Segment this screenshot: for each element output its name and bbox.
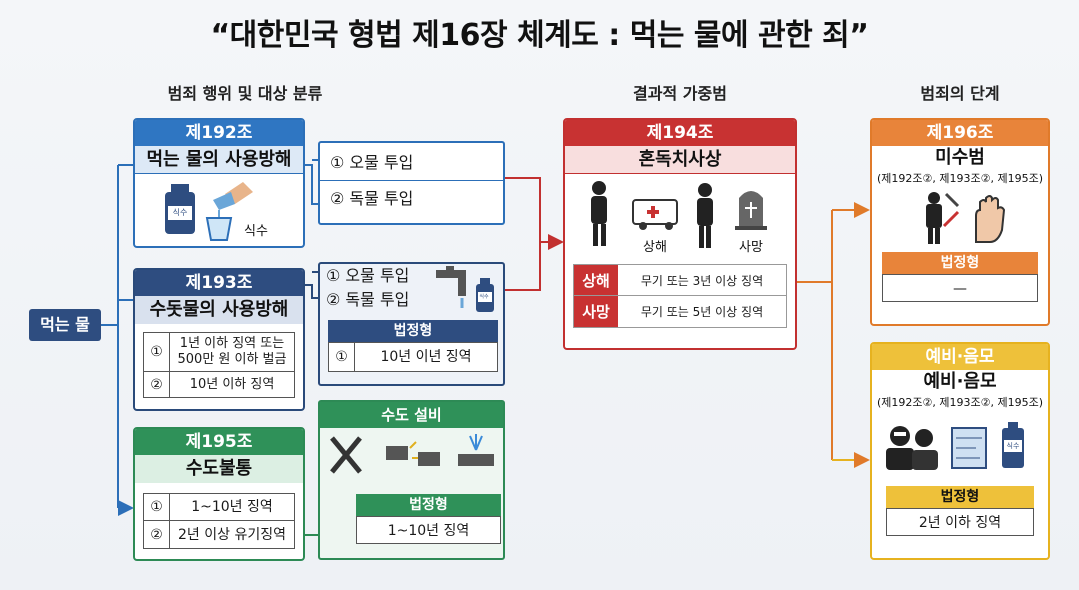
bottle-label: 식수 bbox=[1006, 442, 1020, 450]
preparation-legal-penalty: 법정형 2년 이하 징역 bbox=[872, 486, 1048, 536]
water-bottle-pour-icon bbox=[165, 182, 253, 241]
legal-penalty-header: 법정형 bbox=[328, 320, 498, 342]
icon-label-death: 사망 bbox=[739, 240, 763, 255]
act-pollutant: ① 오물 투입 bbox=[320, 143, 503, 181]
article-193-penalty-1: ① 1년 이하 징역 또는 500만 원 이하 벌금 bbox=[143, 332, 295, 372]
legal-penalty-header: 법정형 bbox=[356, 494, 501, 516]
act-pollutant: ① 오물 투입 bbox=[326, 266, 410, 285]
legal-penalty-value: — bbox=[882, 274, 1038, 302]
legal-penalty-header: 법정형 bbox=[882, 252, 1038, 274]
article-192-acts: ① 오물 투입 ② 독물 투입 bbox=[318, 141, 505, 225]
article-193-legal-penalty: 법정형 ① 10년 이년 징역 bbox=[328, 320, 498, 372]
icon-label-drinking-water: 식수 bbox=[244, 224, 268, 239]
preparation-name: 예비·음모 bbox=[872, 370, 1048, 394]
water-facility-box: 수도 설비 법정형 1~10년 징역 bbox=[318, 400, 505, 560]
article-196-header: 제196조 bbox=[872, 120, 1048, 146]
icon-label-injury: 상해 bbox=[643, 240, 667, 255]
preparation-conspiracy-box: 예비·음모 예비·음모 (제192조②, 제193조②, 제195조) 식수 법… bbox=[870, 342, 1050, 560]
attempt-icons bbox=[926, 192, 1006, 244]
article-195-penalty-2: ② 2년 이상 유기징역 bbox=[143, 521, 295, 549]
column-header-left: 범죄 행위 및 대상 분류 bbox=[167, 84, 323, 103]
preparation-header: 예비·음모 bbox=[872, 344, 1048, 370]
water-facility-header: 수도 설비 bbox=[320, 402, 503, 428]
tools-pipe-icons bbox=[330, 434, 494, 474]
legal-penalty-value: 2년 이하 징역 bbox=[886, 508, 1034, 536]
article-194-header: 제194조 bbox=[565, 120, 795, 146]
article-192-box: 제192조 먹는 물의 사용방해 식수 식수 bbox=[133, 118, 305, 248]
preparation-ref: (제192조②, 제193조②, 제195조) bbox=[877, 396, 1043, 409]
article-196-box: 제196조 미수범 (제192조②, 제193조②, 제195조) 법정형 — bbox=[870, 118, 1050, 326]
article-192-header: 제192조 bbox=[135, 120, 303, 146]
article-195-name: 수도불통 bbox=[135, 455, 303, 483]
bottle-label: 식수 bbox=[172, 208, 188, 217]
bottle-label: 식수 bbox=[479, 294, 489, 300]
root-node: 먹는 물 bbox=[29, 309, 101, 341]
injury-death-icons bbox=[591, 181, 767, 248]
article-195-header: 제195조 bbox=[135, 429, 303, 455]
article-194-row-death: 사망 무기 또는 5년 이상 징역 bbox=[573, 296, 787, 328]
act-poison: ② 독물 투입 bbox=[326, 290, 410, 309]
column-header-right: 범죄의 단계 bbox=[920, 84, 1000, 103]
faucet-bottle-icon bbox=[436, 266, 494, 312]
article-196-ref: (제192조②, 제193조②, 제195조) bbox=[877, 172, 1043, 185]
article-195-penalty-1: ① 1~10년 징역 bbox=[143, 493, 295, 521]
article-193-name: 수돗물의 사용방해 bbox=[135, 296, 303, 324]
article-195-box: 제195조 수도불통 ① 1~10년 징역 ② 2년 이상 유기징역 bbox=[133, 427, 305, 561]
conspiracy-icons bbox=[886, 422, 1024, 470]
page-title: “대한민국 형법 제16장 체계도 : 먹는 물에 관한 죄” bbox=[210, 18, 869, 53]
act-poison: ② 독물 투입 bbox=[330, 189, 414, 208]
article-196-name: 미수범 bbox=[872, 146, 1048, 170]
article-194-row-injury: 상해 무기 또는 3년 이상 징역 bbox=[573, 264, 787, 296]
article-195-legal-penalty: 법정형 1~10년 징역 bbox=[356, 494, 501, 544]
legal-penalty-value: 1~10년 징역 bbox=[356, 516, 501, 544]
column-header-middle: 결과적 가중범 bbox=[633, 84, 727, 103]
article-192-name: 먹는 물의 사용방해 bbox=[135, 146, 303, 174]
legal-penalty-header: 법정형 bbox=[886, 486, 1034, 508]
article-193-box: 제193조 수돗물의 사용방해 ① 1년 이하 징역 또는 500만 원 이하 … bbox=[133, 268, 305, 411]
article-196-legal-penalty: 법정형 — bbox=[872, 252, 1048, 302]
article-194-name: 혼독치사상 bbox=[565, 146, 795, 174]
article-193-header: 제193조 bbox=[135, 270, 303, 296]
article-193-acts: ① 오물 투입 ② 독물 투입 식수 법정형 ① 10년 이년 징역 bbox=[318, 262, 505, 386]
article-193-penalty-2: ② 10년 이하 징역 bbox=[143, 372, 295, 398]
article-194-box: 제194조 혼독치사상 상해 사망 상해 무기 또는 3년 이상 징역 bbox=[563, 118, 797, 350]
